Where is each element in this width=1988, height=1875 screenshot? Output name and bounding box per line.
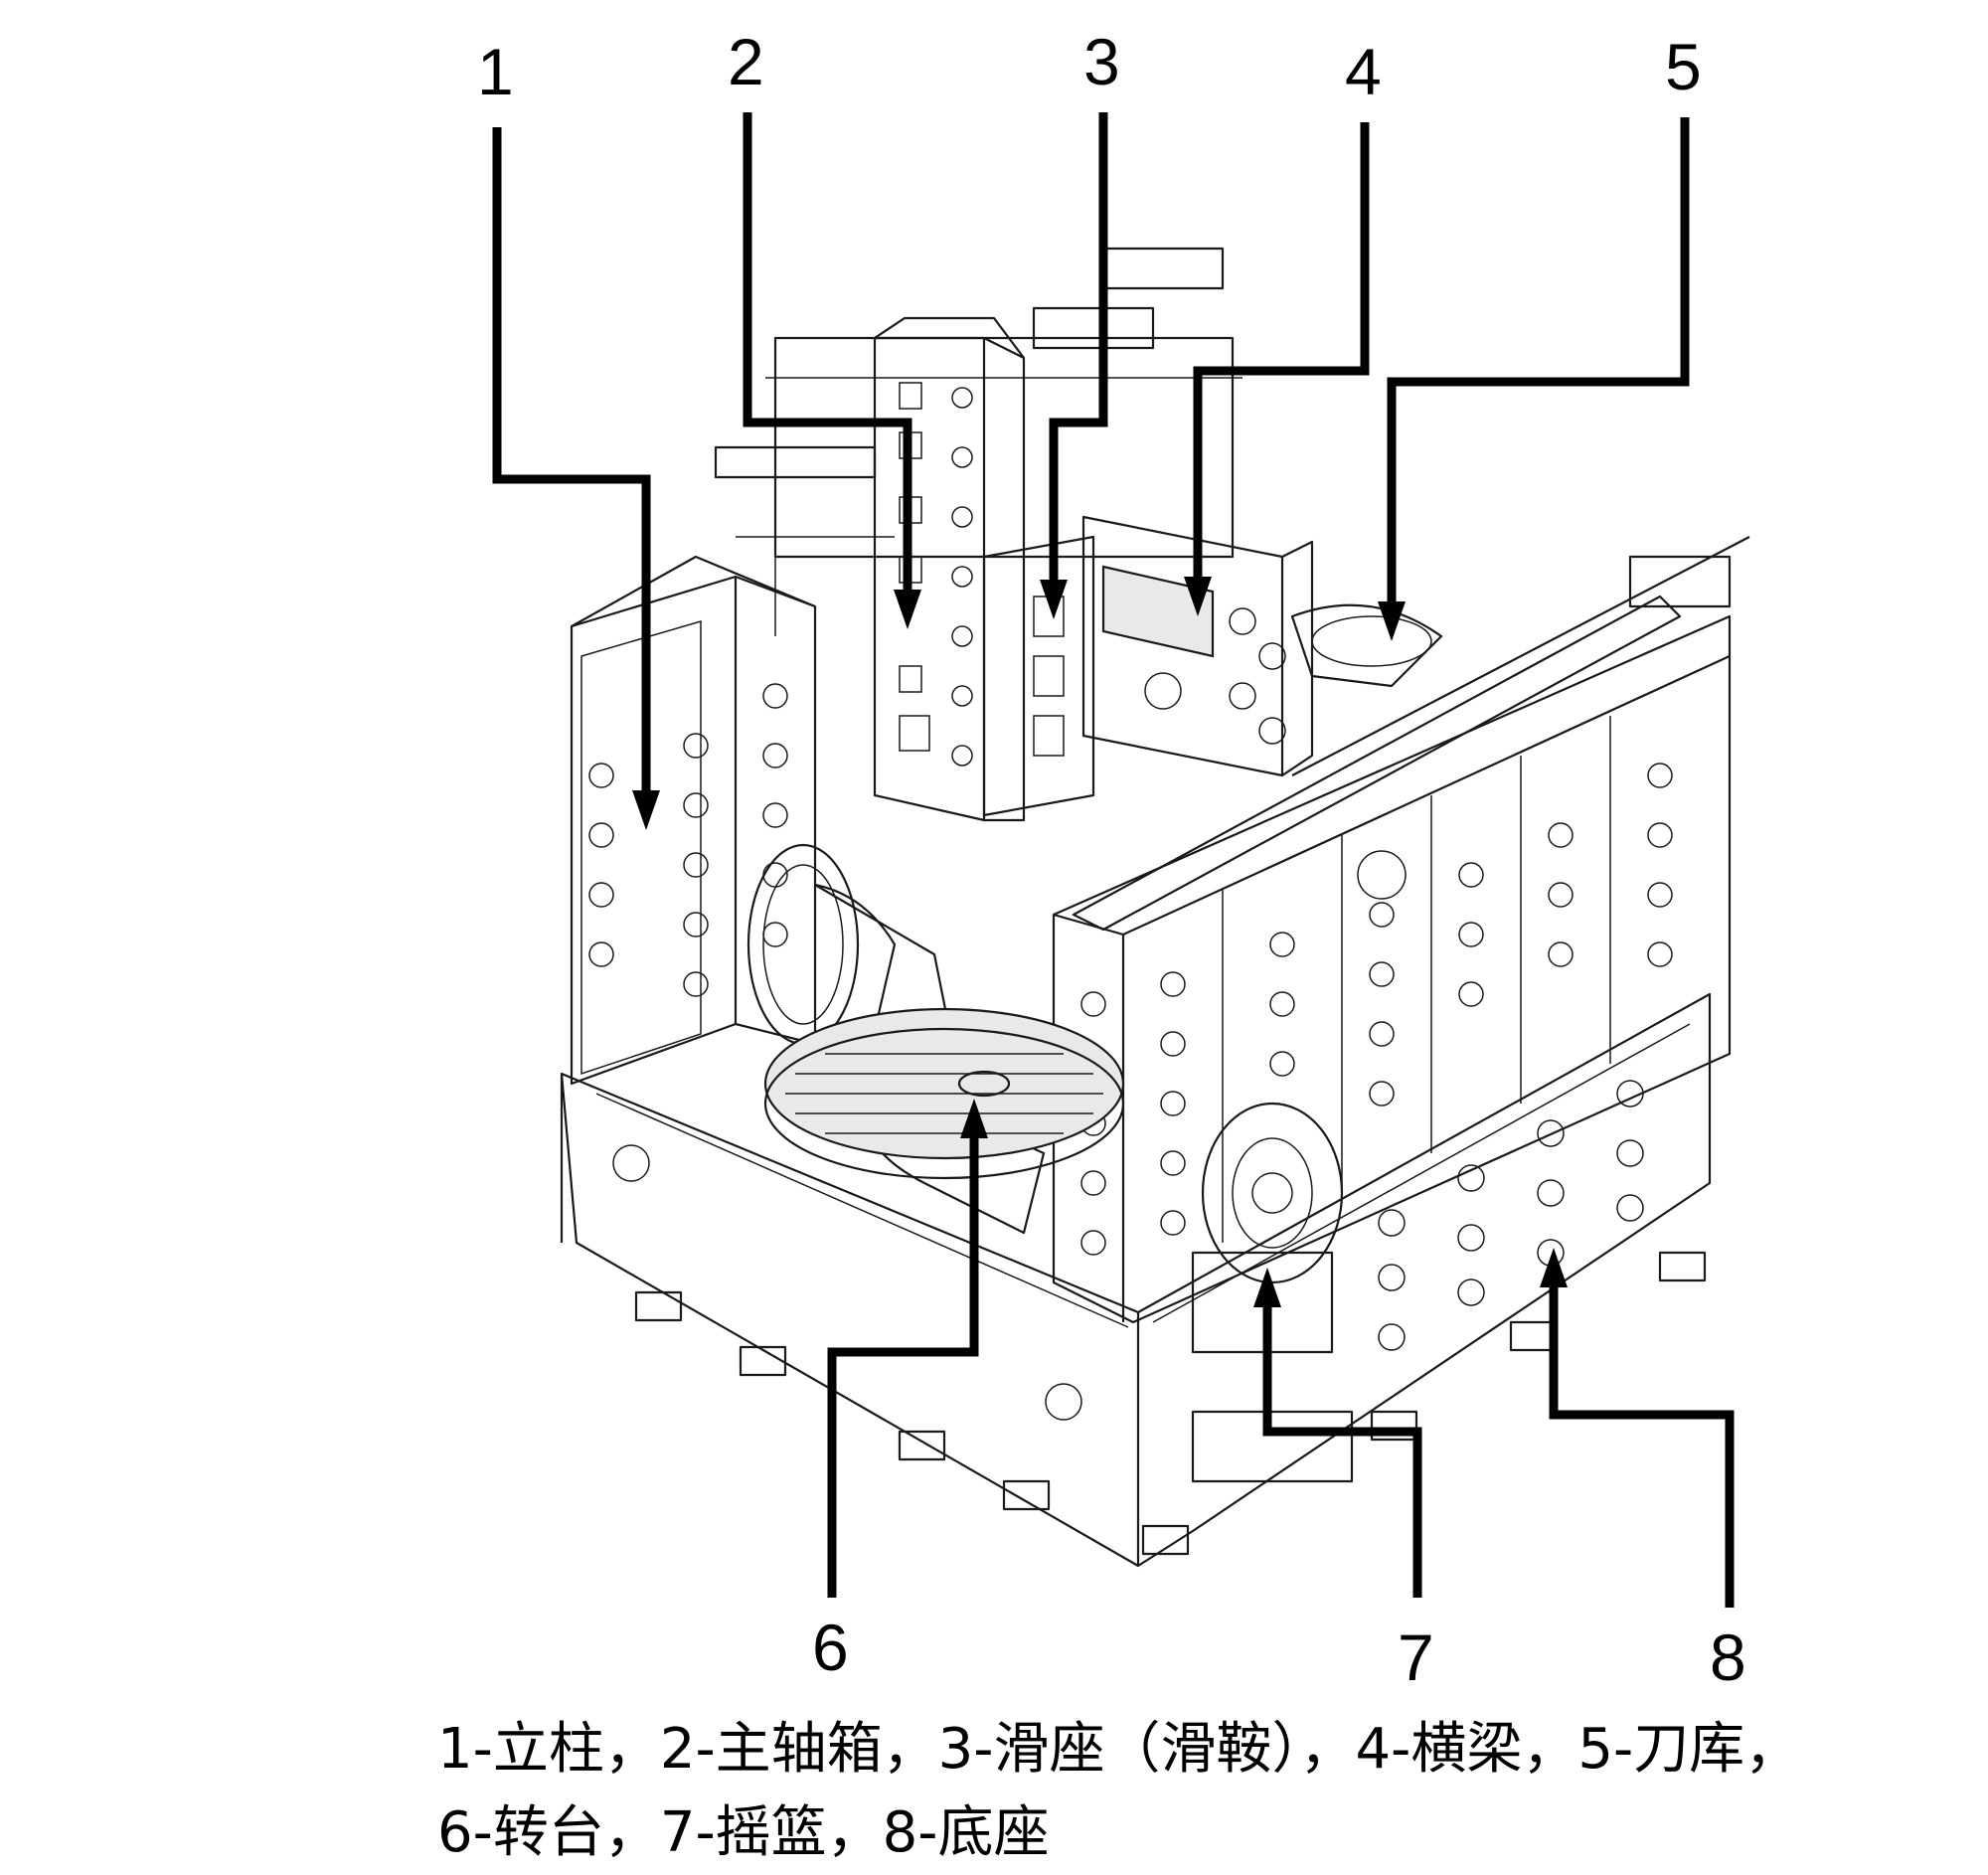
arrow-head-2 <box>894 590 921 629</box>
cross-beam-drawing <box>1081 515 1314 777</box>
callout-6: 6 <box>812 1611 849 1684</box>
arrow-head-4 <box>1184 577 1212 616</box>
callout-4: 4 <box>1345 35 1382 108</box>
rotary-table-drawing <box>763 1007 1125 1180</box>
caption-line-1: 1-立柱，2-主轴箱，3-滑座（滑鞍），4-横梁，5-刀库， <box>437 1717 1801 1782</box>
callout-7: 7 <box>1398 1620 1434 1694</box>
tool-magazine-drawing <box>1290 603 1443 688</box>
base-drawing <box>560 992 1712 1568</box>
arrow-head-3 <box>1040 580 1068 619</box>
left-column-drawing <box>570 555 817 1086</box>
caption-line-2: 6-转台，7-摇篮，8-底座 <box>437 1800 1050 1865</box>
right-column-drawing <box>1052 536 1750 1324</box>
callout-2: 2 <box>728 25 764 98</box>
rear-frame-drawing <box>714 247 1242 636</box>
callout-8: 8 <box>1710 1620 1746 1694</box>
arrow-head-1 <box>632 790 660 830</box>
callout-5: 5 <box>1665 30 1702 103</box>
callout-numbers: 1 2 3 4 5 6 7 8 <box>477 25 1746 1694</box>
callout-1: 1 <box>477 35 514 108</box>
arrow-head-8 <box>1540 1248 1568 1287</box>
callout-3: 3 <box>1083 25 1120 98</box>
arrow-head-7 <box>1253 1268 1281 1307</box>
headstock-drawing <box>873 316 1095 822</box>
leader-lines <box>492 112 1735 1608</box>
arrow-head-5 <box>1378 601 1406 641</box>
figure-caption: 1-立柱，2-主轴箱，3-滑座（滑鞍），4-横梁，5-刀库， 6-转台，7-摇篮… <box>437 1708 1968 1875</box>
arrow-head-6 <box>960 1099 988 1138</box>
